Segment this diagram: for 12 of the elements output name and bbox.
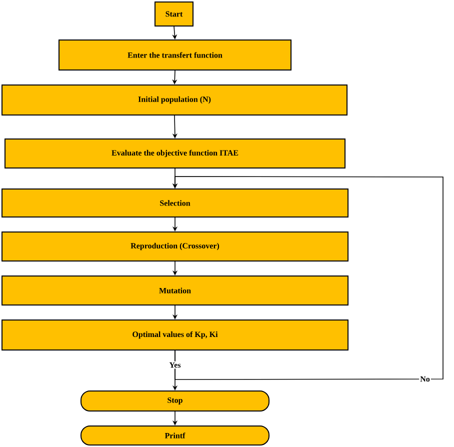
- process-box: Optimal values of Kp, Ki: [2, 320, 348, 350]
- edge-label: No: [419, 375, 431, 383]
- terminal-box: Stop: [80, 390, 270, 412]
- process-box: Mutation: [2, 276, 348, 306]
- terminal-box: Printf: [80, 426, 270, 446]
- process-box: Evaluate the objective function ITAE: [4, 138, 346, 168]
- process-box: Initial population (N): [2, 84, 348, 116]
- process-box: Reproduction (Crossover): [2, 232, 348, 262]
- process-box: Selection: [2, 188, 348, 218]
- process-box: Enter the transfert function: [58, 40, 292, 70]
- edge-label: Yes: [168, 361, 182, 369]
- process-box: Start: [154, 2, 194, 26]
